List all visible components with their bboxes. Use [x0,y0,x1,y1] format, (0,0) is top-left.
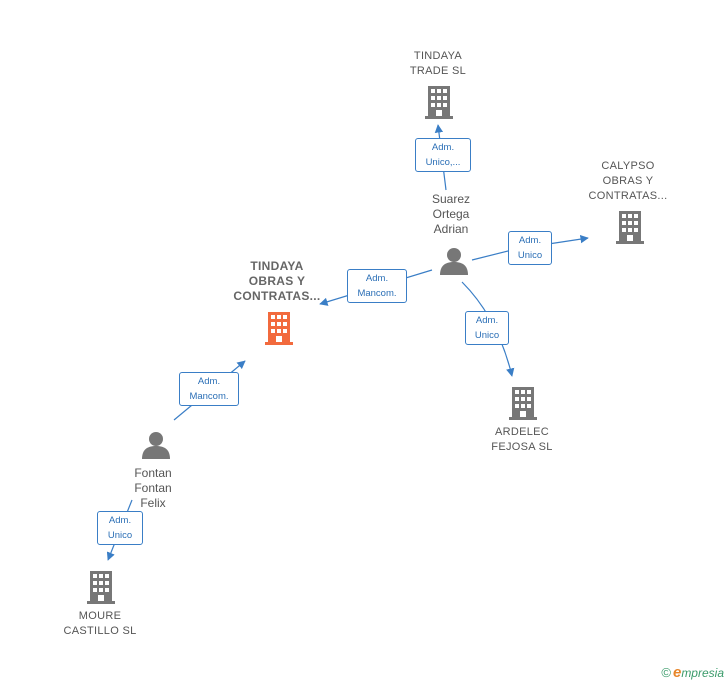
person-name-line: Ortega [432,207,470,221]
brand-name: mpresia [681,666,724,680]
role-line: Adm. [197,376,221,387]
role-line: Unico [517,250,543,261]
company-label-calypso[interactable]: CALYPSO OBRAS Y CONTRATAS... [583,159,673,204]
copyright-icon: © [661,665,671,680]
company-label-moure[interactable]: MOURE CASTILLO SL [54,609,146,639]
person-name-line: Adrian [433,222,469,236]
person-name-line: Felix [140,496,166,510]
building-icon-tindaya-trade[interactable] [425,86,453,119]
company-name-line: OBRAS Y [602,175,654,187]
edge-label-suarez-calypso: Adm. Unico [508,231,552,265]
company-name-line: TINDAYA [413,50,463,62]
person-name-line: Suarez [431,192,471,206]
building-icon-tindaya-obras[interactable] [265,312,293,345]
edge-label-suarez-trade: Adm. Unico,... [415,138,471,172]
person-icon-suarez[interactable] [440,248,468,275]
role-line: Adm. [518,235,542,246]
building-icon-ardelec[interactable] [509,387,537,420]
company-name-line: TINDAYA [250,259,304,273]
edge-label-suarez-ardelec: Adm. Unico [465,311,509,345]
person-label-suarez[interactable]: Suarez Ortega Adrian [420,192,482,237]
company-name-line: ARDELEC [494,426,550,438]
company-name-line: CONTRATAS... [233,289,321,303]
building-icon-moure[interactable] [87,571,115,604]
company-name-line: CALYPSO [601,160,655,172]
role-line: Adm. [365,273,389,284]
role-line: Unico [107,530,133,541]
role-line: Unico [474,330,500,341]
edge-label-suarez-obras: Adm. Mancom. [347,269,407,303]
brand-logo: ©empresia [661,664,724,681]
role-line: Adm. [475,315,499,326]
building-icon-calypso[interactable] [616,211,644,244]
company-name-line: CASTILLO SL [63,625,137,637]
company-name-line: OBRAS Y [248,274,306,288]
company-label-tindaya-obras[interactable]: TINDAYA OBRAS Y CONTRATAS... [227,259,327,304]
role-line: Mancom. [357,288,397,299]
person-name-line: Fontan [134,466,172,480]
role-line: Adm. [431,142,455,153]
person-icon-fontan[interactable] [142,432,170,459]
company-label-tindaya-trade[interactable]: TINDAYA TRADE SL [398,49,478,79]
role-line: Mancom. [189,391,229,402]
company-name-line: FEJOSA SL [491,441,553,453]
edge-label-fontan-obras: Adm. Mancom. [179,372,239,406]
company-label-ardelec[interactable]: ARDELEC FEJOSA SL [481,425,563,455]
role-line: Unico,... [425,157,461,168]
company-name-line: TRADE SL [409,65,467,77]
person-label-fontan[interactable]: Fontan Fontan Felix [122,466,184,511]
edge-label-fontan-moure: Adm. Unico [97,511,143,545]
brand-letter: e [672,664,682,681]
company-name-line: MOURE [78,610,122,622]
role-line: Adm. [108,515,132,526]
company-name-line: CONTRATAS... [588,190,668,202]
person-name-line: Fontan [134,481,172,495]
